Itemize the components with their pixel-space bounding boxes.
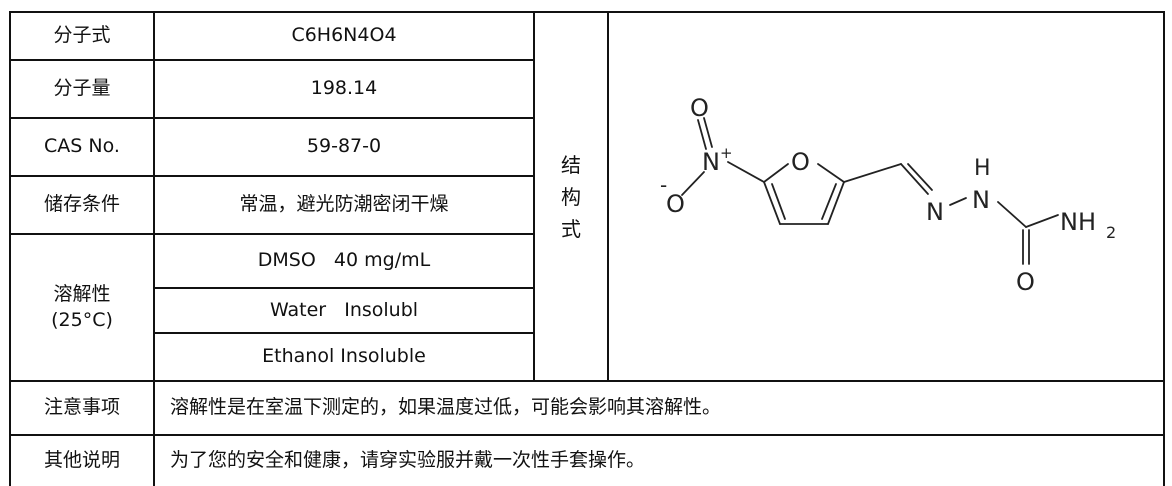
structure-label-char-3: 式 [561,216,581,241]
structure-label-char-2: 构 [561,184,581,209]
column-divider-3 [607,11,609,382]
notes-value: 溶解性是在室温下测定的，如果温度过低，可能会影响其溶解性。 [170,396,722,419]
solubility-dmso: DMSO 40 mg/mL [257,249,431,272]
row-divider-3 [9,175,535,177]
column-divider-2 [533,11,535,382]
atom-nh: NH [1060,208,1096,236]
solubility-divider-2 [154,332,535,334]
row-divider-1 [9,59,535,61]
structure-image-cell: O N + - O O N H N NH 2 O [608,12,1164,381]
table-border-left [9,11,11,486]
formula-label: 分子式 [53,24,111,47]
structure-label: 结 构 式 [534,12,608,381]
solubility-ethanol: Ethanol Insoluble [262,345,426,368]
solubility-divider-1 [154,287,535,289]
solubility-water: Water Insolubl [269,298,419,321]
chemical-structure-drawing: O N + - O O N H N NH 2 O [660,94,1116,296]
solubility-label-line2: (25°C) [51,308,113,331]
atom-minus-sign: - [660,173,667,197]
storage-label: 储存条件 [43,193,120,216]
atom-n2: N [972,186,990,214]
weight-value: 198.14 [310,77,378,100]
atom-plus-sign: + [720,144,733,162]
atom-nh-subscript: 2 [1106,223,1116,242]
table-border-top [9,11,1165,13]
cas-label: CAS No. [44,135,120,158]
solubility-label-line1: 溶解性 [53,282,111,305]
table-border-right [1163,11,1165,486]
row-divider-4 [9,233,535,235]
atom-o-carbonyl: O [1016,268,1035,296]
row-divider-6 [9,434,1165,436]
atom-o-minus: O [666,190,685,218]
atom-n1: N [926,198,944,226]
atom-o-top: O [690,94,709,122]
atom-h: H [974,156,991,181]
atom-o-ring: O [791,148,810,176]
weight-label: 分子量 [53,77,111,100]
column-divider-1 [153,11,155,486]
notes-label: 注意事项 [43,396,120,419]
other-value: 为了您的安全和健康，请穿实验服并戴一次性手套操作。 [170,448,646,471]
row-divider-5 [9,380,1165,382]
structure-label-char-1: 结 [561,152,581,177]
cas-value: 59-87-0 [306,135,382,158]
atom-n-plus: N [702,148,720,176]
formula-value: C6H6N4O4 [291,24,397,47]
row-divider-2 [9,117,535,119]
storage-value: 常温，避光防潮密闭干燥 [239,193,449,216]
solubility-label: 溶解性 (25°C) [10,234,154,381]
other-label: 其他说明 [43,448,120,471]
